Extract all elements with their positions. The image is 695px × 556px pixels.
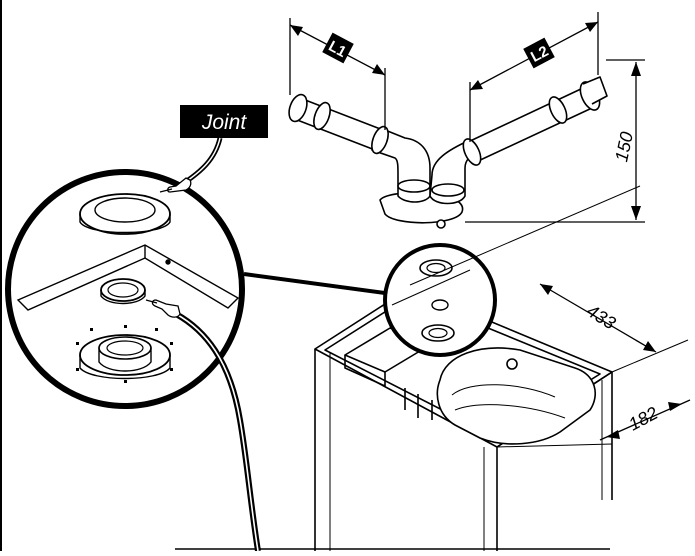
small-circle-collar [421, 324, 455, 342]
flange-gasket-hole [94, 197, 156, 223]
large-detail-circle [5, 169, 245, 409]
base-plate-screw [436, 219, 446, 229]
l2-arrow-left [470, 80, 483, 90]
d433-arrow-bottom [643, 341, 656, 352]
h150-arrow-top [631, 62, 641, 76]
small-circle-collar-inner [428, 327, 448, 339]
flange-gasket [79, 193, 171, 235]
right-pipe-terminal [582, 76, 608, 105]
d182-ext [496, 443, 613, 448]
h150-arrow-bottom [631, 206, 641, 220]
small-circle-panel-edge [391, 269, 471, 306]
joint-callout: Joint [180, 105, 268, 186]
small-detail-circle [383, 243, 497, 357]
d182-arrow-left [606, 430, 620, 439]
l2-arrow-right [585, 22, 598, 32]
pointing-hand-icon [159, 177, 192, 193]
d433-ext-back [409, 185, 641, 286]
ring-seal-inner [107, 282, 139, 298]
flange-gasket-thickness [79, 214, 171, 234]
boiler-pipes [404, 388, 433, 420]
left-pipe-band [313, 101, 331, 131]
dim-433-text: 433 [583, 300, 619, 333]
d433-arrow-top [540, 284, 553, 295]
l2-label: L2 [528, 43, 551, 66]
l2-label-box: L2 [523, 37, 555, 69]
flue-elbow-assembly [288, 76, 608, 229]
panel-screw [165, 259, 171, 265]
right-elbow-collar [431, 183, 465, 197]
collar-screw-marks [76, 325, 173, 383]
d433-dim-line [539, 283, 657, 353]
right-pipe-joint [462, 138, 482, 166]
collar-pipe-bore [106, 340, 144, 356]
l1-arrow-right [372, 64, 385, 75]
d182-arrow-right [668, 402, 682, 411]
dim-182-text: 182 [625, 403, 661, 435]
collar-base-thickness [79, 355, 171, 380]
small-circle-gasket-inner [426, 262, 446, 274]
l1-arrow-left [290, 25, 303, 36]
pointing-hand-icon [145, 299, 181, 318]
left-pipe-end [288, 93, 308, 123]
left-elbow-collar [397, 179, 431, 193]
ring-seal-thickness [100, 290, 146, 305]
large-circle-ring [5, 169, 245, 409]
housing-top-fitting [506, 358, 518, 370]
joint-label-box [180, 105, 268, 138]
right-pipe [467, 87, 593, 163]
dimension-arrows [290, 22, 682, 439]
magnifier-connector [243, 272, 386, 295]
lower-pointer-cable-highlight [175, 313, 259, 552]
control-box-front [344, 355, 386, 387]
small-circle-gasket [419, 259, 453, 277]
l1-label: L1 [326, 38, 349, 61]
joint-label: Joint [201, 111, 248, 134]
small-circle-ring-seal [431, 299, 449, 311]
joint-pointer-cable [182, 137, 223, 186]
heat-exchanger-housing [436, 347, 596, 445]
l1-label-box: L1 [322, 32, 354, 64]
collar-pipe-wall [98, 348, 152, 372]
housing-contour-lines [451, 384, 566, 419]
d433-ext-front [611, 339, 689, 373]
lower-pointer [145, 299, 261, 552]
right-pipe-band [548, 96, 568, 124]
dim-150-text: 150 [611, 130, 637, 164]
